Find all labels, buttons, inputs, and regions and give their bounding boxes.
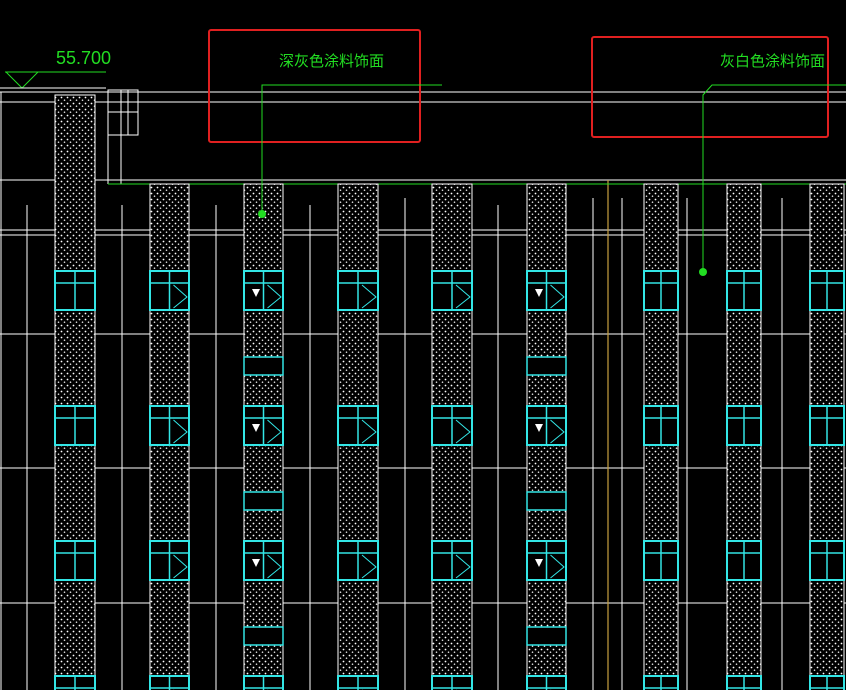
wall-panel [431,183,473,690]
opening-symbol [267,284,282,309]
wall-panel [526,183,567,690]
window [726,540,762,581]
window [726,675,762,690]
vent-icon [252,289,260,297]
wall-panel [726,183,762,690]
leader-line [261,84,442,214]
window [431,675,473,690]
window [809,270,845,311]
opening-symbol [550,419,565,444]
window [526,675,567,690]
window [809,540,845,581]
louver-band [526,356,567,376]
elevation-value: 55.700 [56,48,111,68]
callout-off-white: 灰白色涂料饰面 [591,36,846,276]
window [54,405,96,446]
leader-dot [258,210,266,218]
vent-icon [252,559,260,567]
leader-dot [699,268,707,276]
window [526,270,567,376]
window [726,270,762,311]
window [243,405,284,511]
vent-icon [535,559,543,567]
opening-symbol [361,419,377,444]
opening-symbol [173,419,188,444]
window [337,270,379,311]
window [54,270,96,311]
window [726,405,762,446]
window [431,270,473,311]
window [643,675,679,690]
window [643,540,679,581]
window [54,540,96,581]
opening-symbol [361,284,377,309]
window [337,540,379,581]
window [431,405,473,446]
opening-symbol [267,419,282,444]
louver-band [526,491,567,511]
opening-symbol [550,284,565,309]
opening-symbol [455,284,471,309]
wall-panel [149,183,190,690]
window [149,270,190,311]
opening-symbol [173,284,188,309]
window [809,675,845,690]
floor-lines [0,91,846,604]
highlight-box [208,29,421,143]
opening-symbol [455,554,471,579]
window [243,270,284,376]
opening-symbol [550,554,565,579]
louver-band [243,626,284,646]
leader-line [702,84,846,272]
louver-band [243,491,284,511]
vent-icon [535,289,543,297]
window [54,675,96,690]
wall-panel [643,183,679,690]
callout-label: 深灰色涂料饰面 [279,52,384,70]
window [149,405,190,446]
window [337,405,379,446]
opening-symbol [267,554,282,579]
callout-dark-gray: 深灰色涂料饰面 [208,29,442,218]
wall-panel [809,183,845,690]
louver-band [526,626,567,646]
wall-panel [54,94,96,690]
highlight-box [591,36,829,138]
grid-lines [26,198,783,690]
window [243,540,284,646]
window [643,270,679,311]
window [809,405,845,446]
vent-icon [535,424,543,432]
window [149,675,190,690]
wall-panel [243,183,284,690]
callout-label: 灰白色涂料饰面 [720,52,825,70]
wall-panel [337,183,379,690]
wall-panels [54,94,845,690]
hatched-wall [54,94,96,690]
opening-symbol [455,419,471,444]
window [149,540,190,581]
window [243,675,284,690]
window [643,405,679,446]
opening-symbol [361,554,377,579]
window [526,540,567,646]
window [431,540,473,581]
elevation-mark: 55.700 [0,48,111,89]
window [526,405,567,511]
louver-band [243,356,284,376]
window [337,675,379,690]
opening-symbol [173,554,188,579]
vent-icon [252,424,260,432]
roof-railing [0,89,139,690]
